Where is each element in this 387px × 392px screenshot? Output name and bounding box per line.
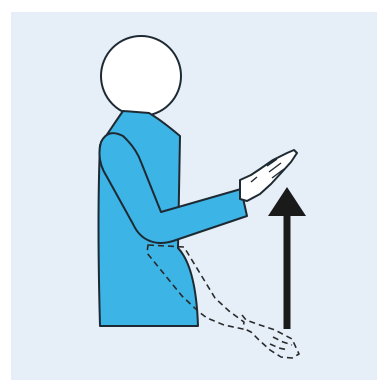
head-icon bbox=[101, 36, 181, 116]
illustration-panel bbox=[11, 12, 377, 380]
arm-raise-illustration bbox=[11, 12, 377, 380]
